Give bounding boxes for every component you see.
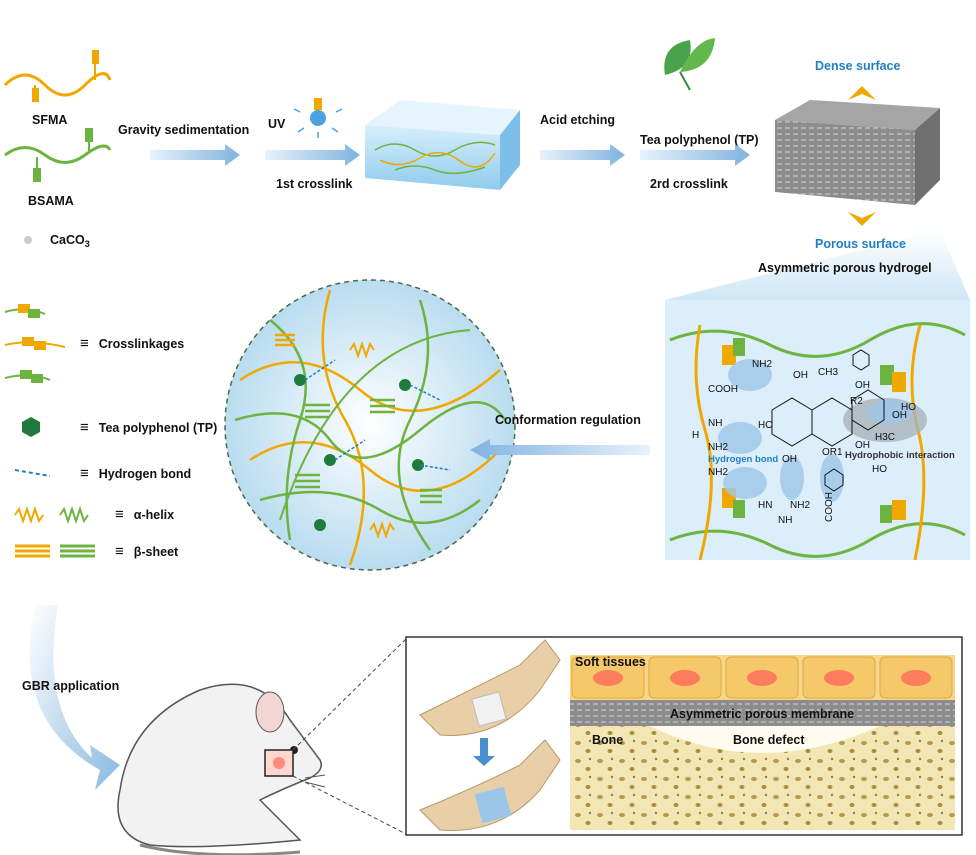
mouse-illustration bbox=[117, 683, 326, 855]
curved-arrow-icon bbox=[29, 605, 121, 790]
svg-text:NH2: NH2 bbox=[752, 359, 772, 370]
bone-defect-label: Bone defect bbox=[733, 733, 805, 747]
svg-text:NH2: NH2 bbox=[708, 442, 728, 453]
caco3-label: CaCO3 bbox=[50, 233, 90, 249]
svg-text:NH2: NH2 bbox=[790, 500, 810, 511]
svg-text:HO: HO bbox=[758, 420, 773, 431]
svg-text:NH: NH bbox=[708, 418, 722, 429]
sfma-label: SFMA bbox=[32, 113, 67, 127]
gbr-inset-panel bbox=[405, 636, 963, 836]
molecular-interaction-panel bbox=[665, 300, 970, 561]
svg-text:CH3: CH3 bbox=[818, 367, 838, 378]
chevron-down-icon bbox=[848, 212, 876, 226]
bsama-polymer-icon bbox=[4, 128, 112, 182]
legend-tea-polyphenol: ≡Tea polyphenol (TP) bbox=[80, 419, 217, 436]
first-crosslink-label: 1st crosslink bbox=[276, 177, 352, 191]
soft-tissues-label: Soft tissues bbox=[575, 655, 646, 669]
arrow-down-icon bbox=[473, 738, 495, 766]
beta-sheet-icon bbox=[15, 544, 95, 558]
uv-bulb-icon bbox=[293, 98, 343, 138]
molecular-labels: NH2 OH CH3 OH COOH NH H NH2 HO R2 OH HO … bbox=[692, 359, 955, 526]
svg-text:OH: OH bbox=[855, 380, 870, 391]
hydrogel-network-circle bbox=[224, 279, 516, 571]
svg-text:HN: HN bbox=[758, 500, 772, 511]
svg-text:HO: HO bbox=[872, 464, 887, 475]
arrow-right-icon bbox=[150, 144, 240, 166]
svg-text:H3C: H3C bbox=[875, 432, 895, 443]
svg-text:OH: OH bbox=[793, 370, 808, 381]
svg-text:H: H bbox=[692, 430, 699, 441]
svg-text:COOH: COOH bbox=[708, 384, 738, 395]
hydrogel-block-icon bbox=[365, 100, 520, 190]
svg-text:OH: OH bbox=[855, 440, 870, 451]
zoom-fan bbox=[665, 230, 970, 300]
gbr-application-label: GBR application bbox=[22, 679, 119, 693]
second-crosslink-label: 2rd crosslink bbox=[650, 177, 728, 191]
arrow-right-icon bbox=[265, 144, 360, 166]
crosslinkage-legend-icons bbox=[4, 304, 66, 383]
bone-label: Bone bbox=[592, 733, 623, 747]
membrane-label: Asymmetric porous membrane bbox=[670, 707, 854, 721]
legend-beta-sheet: ≡β-sheet bbox=[115, 543, 179, 560]
sfma-polymer-icon bbox=[3, 50, 112, 102]
gravity-sedimentation-label: Gravity sedimentation bbox=[118, 123, 249, 137]
caco3-particle-icon bbox=[24, 236, 32, 244]
arrow-right-icon bbox=[640, 144, 750, 166]
svg-text:NH: NH bbox=[778, 515, 792, 526]
arrow-right-icon bbox=[540, 144, 625, 166]
svg-text:OR1: OR1 bbox=[822, 447, 843, 458]
tea-leaf-icon bbox=[664, 38, 715, 91]
uv-label: UV bbox=[268, 117, 286, 131]
svg-text:HO: HO bbox=[901, 402, 916, 413]
tea-polyphenol-label: Tea polyphenol (TP) bbox=[640, 133, 759, 147]
svg-text:OH: OH bbox=[892, 410, 907, 421]
svg-text:COOH: COOH bbox=[824, 492, 835, 522]
conformation-regulation-label: Conformation regulation bbox=[495, 413, 641, 427]
svg-text:OH: OH bbox=[782, 454, 797, 465]
alpha-helix-icon bbox=[14, 505, 89, 525]
svg-text:Hydrophobic interaction: Hydrophobic interaction bbox=[845, 450, 955, 461]
porous-hydrogel-block-icon bbox=[775, 100, 940, 205]
dense-surface-label: Dense surface bbox=[815, 59, 901, 73]
zoom-lines bbox=[292, 636, 409, 836]
legend-crosslinkages: ≡Crosslinkages bbox=[80, 335, 184, 352]
bsama-label: BSAMA bbox=[28, 194, 74, 208]
legend-hydrogen-bond: ≡Hydrogen bond bbox=[80, 465, 191, 482]
porous-surface-label: Porous surface bbox=[815, 237, 906, 251]
legend-alpha-helix: ≡α-helix bbox=[115, 506, 174, 523]
svg-text:R2: R2 bbox=[850, 396, 863, 407]
svg-text:Hydrogen bond: Hydrogen bond bbox=[708, 454, 778, 465]
tea-polyphenol-hexagon-icon bbox=[22, 417, 40, 437]
asymmetric-hydrogel-title: Asymmetric porous hydrogel bbox=[758, 261, 932, 275]
svg-text:NH2: NH2 bbox=[708, 467, 728, 478]
acid-etching-label: Acid etching bbox=[540, 113, 615, 127]
arrow-left-icon bbox=[470, 439, 650, 461]
chevron-up-icon bbox=[848, 86, 876, 100]
hydrogen-bond-icon bbox=[14, 469, 51, 477]
